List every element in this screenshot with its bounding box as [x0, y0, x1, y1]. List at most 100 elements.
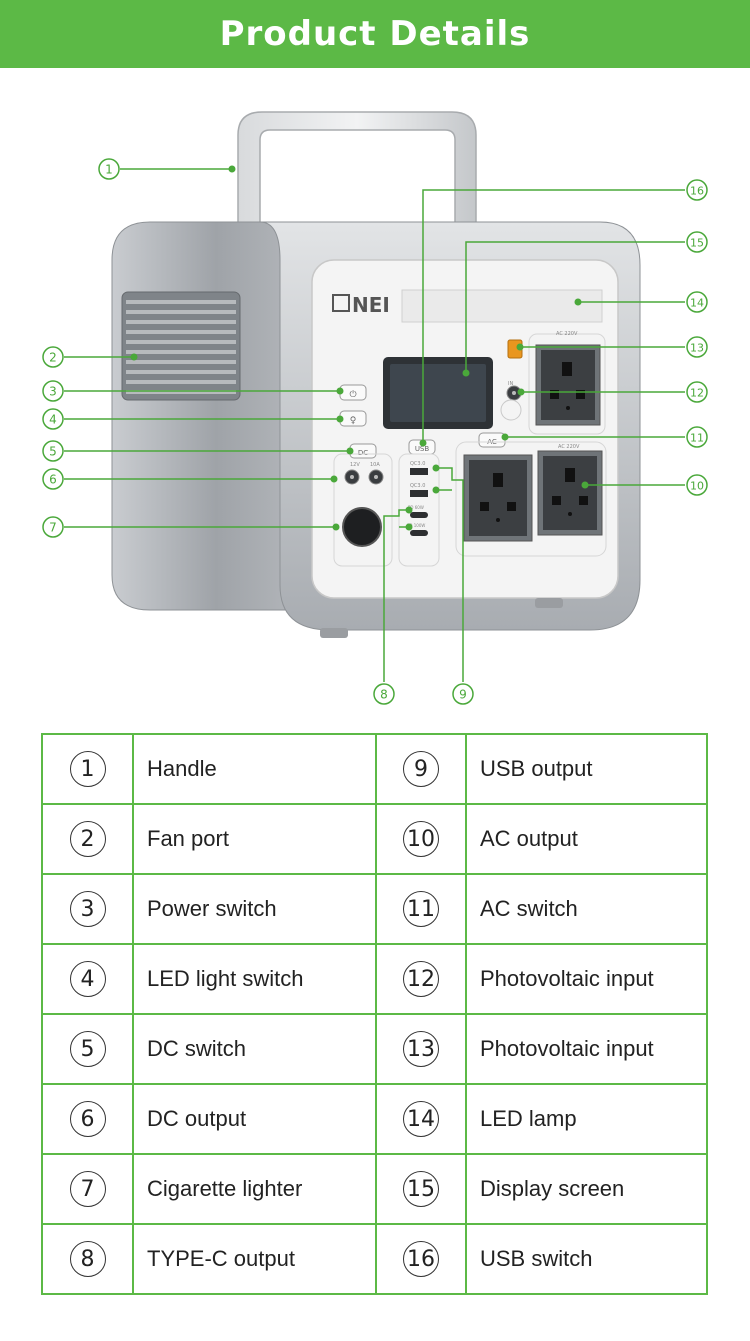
legend-number-cell: 6 — [41, 1083, 134, 1155]
callout-dots — [130, 165, 589, 531]
legend-label: AC output — [465, 803, 708, 875]
cigarette-lighter-port[interactable] — [342, 507, 382, 547]
ac-socket[interactable] — [537, 450, 603, 536]
legend-number: 1 — [69, 751, 106, 787]
legend-label: AC switch — [465, 873, 708, 945]
callout-number: 1 — [105, 163, 113, 177]
legend-number-cell: 14 — [375, 1083, 467, 1155]
legend-number: 13 — [403, 1031, 439, 1067]
callout-number: 13 — [690, 342, 704, 355]
legend-number-cell: 12 — [375, 943, 467, 1015]
legend-number: 6 — [69, 1101, 106, 1137]
legend-label: Fan port — [132, 803, 377, 875]
usb-port[interactable] — [410, 468, 428, 475]
legend-number-cell: 1 — [41, 733, 134, 805]
usb-port-label: QC3.0 — [410, 461, 425, 467]
ac-socket[interactable] — [535, 344, 601, 426]
legend-number-cell: 8 — [41, 1223, 134, 1295]
led-light-button[interactable]: ♀ — [339, 410, 367, 427]
legend-number: 7 — [69, 1171, 106, 1207]
handle — [237, 111, 477, 231]
callout-number: 3 — [49, 385, 57, 399]
legend-number: 14 — [403, 1101, 439, 1137]
ac-bottom-panel — [455, 441, 607, 557]
legend-number-cell: 13 — [375, 1013, 467, 1085]
ac-socket[interactable] — [463, 454, 533, 542]
brand-logo: NEI — [332, 293, 390, 317]
callout-lines — [64, 168, 685, 682]
legend-row: 7 Cigarette lighter 15 Display screen — [41, 1153, 708, 1225]
power-station-illustration: NEI ⏻ ♀ DC USB AC — [42, 111, 708, 705]
legend-number-cell: 7 — [41, 1153, 134, 1225]
typec-port-label: PD 100W — [407, 523, 425, 528]
callout-number: 8 — [380, 688, 388, 702]
typec-port[interactable] — [410, 530, 428, 536]
legend-number-cell: 15 — [375, 1153, 467, 1225]
legend-number-cell: 16 — [375, 1223, 467, 1295]
legend-number: 4 — [69, 961, 106, 997]
ac-rating-label: AC 220V — [556, 331, 578, 337]
legend-label: DC output — [132, 1083, 377, 1155]
legend-label: LED lamp — [465, 1083, 708, 1155]
svg-text:♀: ♀ — [350, 416, 357, 426]
dc-panel — [333, 453, 393, 567]
legend-number-cell: 3 — [41, 873, 134, 945]
typec-port-label: PD 60W — [408, 505, 424, 510]
legend-number: 10 — [403, 821, 439, 857]
legend-number: 5 — [69, 1031, 106, 1067]
legend-label: Cigarette lighter — [132, 1153, 377, 1225]
ac-rating-label: AC 220V — [558, 444, 580, 450]
ac-button[interactable]: AC — [478, 432, 506, 448]
callout-number: 11 — [690, 432, 704, 445]
legend-label: Display screen — [465, 1153, 708, 1225]
svg-text:⏻: ⏻ — [349, 389, 356, 400]
callout-number: 15 — [690, 237, 704, 250]
legend-number-cell: 9 — [375, 733, 467, 805]
svg-text:NEI: NEI — [352, 293, 390, 317]
callout-number: 5 — [49, 445, 57, 459]
usb-port-label: QC3.0 — [410, 483, 425, 489]
legend-number: 8 — [69, 1241, 106, 1277]
callout-number: 2 — [49, 351, 57, 365]
dc-button[interactable]: DC — [349, 443, 377, 459]
legend-number-cell: 11 — [375, 873, 467, 945]
legend-label: LED light switch — [132, 943, 377, 1015]
page-title: Product Details — [219, 14, 531, 54]
power-button[interactable]: ⏻ — [339, 384, 367, 401]
dc-amp-label: 10A — [370, 462, 380, 468]
legend-number: 2 — [69, 821, 106, 857]
legend-row: 6 DC output 14 LED lamp — [41, 1083, 708, 1155]
legend-number-cell: 4 — [41, 943, 134, 1015]
callout-number: 4 — [49, 413, 57, 427]
legend-label: Handle — [132, 733, 377, 805]
product-figure: NEI ⏻ ♀ DC USB AC — [0, 68, 750, 718]
led-lamp — [401, 289, 603, 323]
callout-number: 14 — [690, 297, 704, 310]
callout-number: 9 — [459, 688, 467, 702]
legend-number: 11 — [403, 891, 439, 927]
callout-number: 12 — [690, 387, 704, 400]
legend-label: Photovoltaic input — [465, 943, 708, 1015]
callout-number: 10 — [690, 480, 704, 493]
usb-port[interactable] — [410, 490, 428, 497]
fan-vent — [121, 291, 241, 401]
legend-number-cell: 5 — [41, 1013, 134, 1085]
legend-number: 3 — [69, 891, 106, 927]
callout-number: 6 — [49, 473, 57, 487]
device-body — [111, 221, 641, 638]
display-screen — [383, 357, 493, 429]
legend-number: 12 — [403, 961, 439, 997]
legend-number-cell: 10 — [375, 803, 467, 875]
legend-label: DC switch — [132, 1013, 377, 1085]
legend-label: Photovoltaic input — [465, 1013, 708, 1085]
legend-number: 16 — [403, 1241, 439, 1277]
callout-number: 16 — [690, 185, 704, 198]
typec-port[interactable] — [410, 512, 428, 518]
legend-number: 15 — [403, 1171, 439, 1207]
callout-number: 7 — [49, 521, 57, 535]
legend-number: 9 — [403, 751, 439, 787]
legend-row: 4 LED light switch 12 Photovoltaic input — [41, 943, 708, 1015]
